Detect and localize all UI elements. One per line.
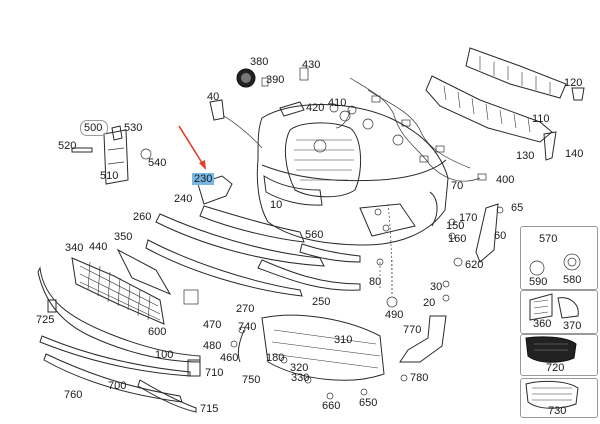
part-label-350[interactable]: 350 [114,231,133,243]
part-label-310[interactable]: 310 [334,334,353,346]
part-label-740[interactable]: 740 [238,321,257,333]
part-label-360[interactable]: 360 [533,318,552,330]
inset-box-570-content [529,253,581,276]
inset-box-730-content [525,380,579,409]
inset-box-720 [520,334,598,376]
part-label-120[interactable]: 120 [564,77,583,89]
part-label-65[interactable]: 65 [511,202,524,214]
part-label-440[interactable]: 440 [89,241,108,253]
part-label-130[interactable]: 130 [516,150,535,162]
part-label-260[interactable]: 260 [133,211,152,223]
part-label-710[interactable]: 710 [205,367,224,379]
part-label-530[interactable]: 530 [124,122,143,134]
part-label-700[interactable]: 700 [108,380,127,392]
part-label-460[interactable]: 460 [220,352,239,364]
part-label-420[interactable]: 420 [306,102,325,114]
spoiler-parts [145,213,361,297]
part-label-430[interactable]: 430 [302,59,321,71]
sensor-bracket-part-60 [475,203,499,263]
part-label-40[interactable]: 40 [207,91,220,103]
part-label-30[interactable]: 30 [430,281,443,293]
part-label-340[interactable]: 340 [65,242,84,254]
inset-box-360-content [529,293,579,321]
part-label-180[interactable]: 180 [266,352,285,364]
part-label-110[interactable]: 110 [532,113,550,125]
part-label-720[interactable]: 720 [546,362,565,374]
inset-box-570 [520,226,598,290]
part-label-100[interactable]: 100 [155,349,174,361]
side-part-770 [399,315,447,363]
part-label-770[interactable]: 770 [403,324,422,336]
part-label-70[interactable]: 70 [451,180,464,192]
small-parts-cluster [209,67,351,149]
part-label-650[interactable]: 650 [359,397,378,409]
part-label-270[interactable]: 270 [236,303,255,315]
part-label-540[interactable]: 540 [148,157,167,169]
emblem-part-380 [236,68,256,88]
part-label-490[interactable]: 490 [385,309,404,321]
lower-grille-part-340 [71,248,199,325]
part-label-390[interactable]: 390 [266,74,285,86]
part-label-160[interactable]: 160 [448,233,467,245]
inset-box-360 [520,290,598,334]
part-label-80[interactable]: 80 [369,276,382,288]
part-label-510[interactable]: 510 [100,170,119,182]
inset-box-720-content [525,336,577,363]
part-label-470[interactable]: 470 [203,319,222,331]
lower-strip-part-600 [37,266,201,363]
part-label-400[interactable]: 400 [496,174,515,186]
part-label-725[interactable]: 725 [36,314,55,326]
part-label-380[interactable]: 380 [250,56,269,68]
part-label-250[interactable]: 250 [312,296,331,308]
part-label-500[interactable]: 500 [84,122,103,134]
part-230-bracket [197,175,305,243]
part-label-20[interactable]: 20 [423,297,436,309]
part-label-780[interactable]: 780 [410,372,429,384]
part-label-520[interactable]: 520 [58,140,77,152]
bumper-carrier-part-110 [425,47,585,161]
fasteners [230,203,504,400]
part-label-140[interactable]: 140 [565,148,584,160]
part-label-660[interactable]: 660 [322,400,341,412]
part-label-60[interactable]: 60 [494,230,507,242]
bracket-group-500 [71,125,152,185]
part-label-620[interactable]: 620 [465,259,484,271]
part-label-330[interactable]: 330 [291,372,310,384]
part-label-750[interactable]: 750 [242,374,261,386]
part-label-580[interactable]: 580 [563,274,582,286]
part-label-170[interactable]: 170 [459,212,478,224]
front-bumper-part-10 [256,104,449,246]
part-label-230-highlighted[interactable]: 230 [192,173,215,185]
part-label-760[interactable]: 760 [64,389,83,401]
highlight-arrow [178,125,206,170]
inset-box-500 [80,120,108,136]
part-label-730[interactable]: 730 [548,405,567,417]
part-label-570[interactable]: 570 [539,233,558,245]
part-label-410[interactable]: 410 [328,97,347,109]
part-label-10[interactable]: 10 [270,199,283,211]
part-label-150[interactable]: 150 [446,220,465,232]
underbody-panel-part-310 [237,314,385,381]
part-label-370[interactable]: 370 [563,320,582,332]
part-label-480[interactable]: 480 [203,340,222,352]
part-label-590[interactable]: 590 [529,276,548,288]
lower-trim-parts [39,335,201,413]
wiring-harness-part-70 [335,77,487,182]
part-label-600[interactable]: 600 [148,326,167,338]
part-label-715[interactable]: 715 [200,403,219,415]
part-label-320[interactable]: 320 [290,362,309,374]
inset-box-730 [520,378,598,418]
part-label-240[interactable]: 240 [174,193,193,205]
part-label-560[interactable]: 560 [305,229,324,241]
